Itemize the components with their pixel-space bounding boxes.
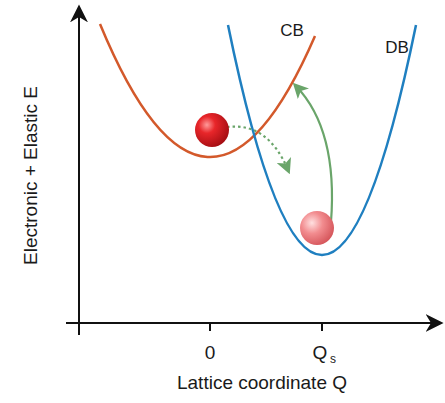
- y-axis: [78, 8, 80, 335]
- cb-curve: [100, 24, 315, 157]
- axis-title: Lattice coordinate Q: [177, 373, 347, 392]
- tick-subscript: s: [330, 353, 336, 365]
- db-curve: [228, 25, 416, 255]
- tick: [209, 323, 211, 331]
- tick: [321, 323, 323, 331]
- band-label: DB: [385, 39, 409, 56]
- band-label: CB: [280, 22, 304, 39]
- polaron-ball: [300, 211, 334, 245]
- electron-ball: [195, 113, 229, 147]
- relax-arrow: [227, 127, 288, 170]
- x-axis: [66, 322, 440, 324]
- tick-label: Q: [313, 343, 328, 362]
- excite-arrow: [296, 86, 332, 222]
- axis-title: Electronic + Elastic E: [21, 86, 40, 265]
- tick-label: 0: [205, 343, 216, 362]
